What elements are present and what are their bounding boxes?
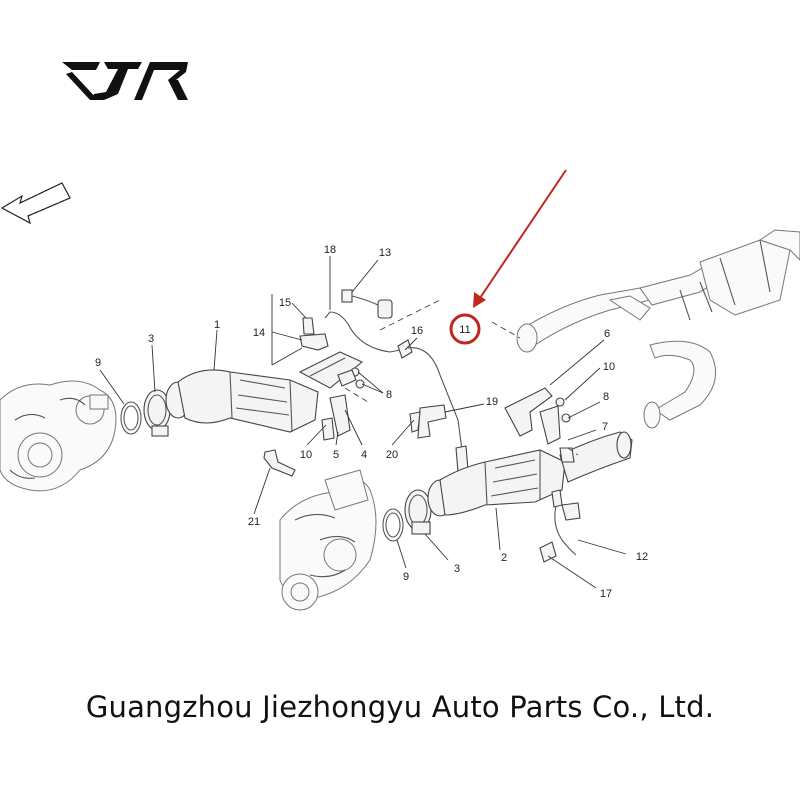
right-turbocharger	[279, 469, 377, 611]
callout-21: 21	[248, 516, 260, 528]
sensor-connector-17	[539, 541, 557, 563]
callout-8-right: 8	[603, 391, 609, 403]
callout-17: 17	[600, 588, 612, 600]
callout-2: 2	[501, 552, 507, 564]
callout-16: 16	[411, 325, 423, 337]
left-catalytic-converter	[165, 351, 364, 433]
left-gasket	[120, 401, 142, 435]
callout-10-right: 10	[603, 361, 615, 373]
right-gasket	[382, 508, 404, 542]
callout-6: 6	[604, 328, 610, 340]
callout-3-left: 3	[148, 333, 154, 345]
right-clamp	[404, 489, 432, 535]
leader-lines	[99, 256, 627, 589]
company-name-footer: Guangzhou Jiezhongyu Auto Parts Co., Ltd…	[85, 690, 715, 724]
right-catalytic-converter	[427, 431, 633, 517]
downstream-oxygen-sensor	[551, 489, 581, 556]
callout-15: 15	[279, 297, 291, 309]
right-bracket-assembly	[504, 387, 575, 463]
callout-5: 5	[333, 449, 339, 461]
callout-11: 11	[459, 324, 470, 336]
bolt-20	[409, 411, 421, 433]
callout-numbers: 1 2 3 3 4 5 6 7 8 8 9 9 10 10 11 12 13 1…	[95, 244, 648, 600]
left-turbocharger	[0, 380, 117, 492]
callout-19: 19	[486, 396, 498, 408]
callout-8-left: 8	[386, 389, 392, 401]
highlight-arrow-icon	[473, 169, 567, 308]
direction-arrow-icon	[0, 182, 71, 225]
callout-20: 20	[386, 449, 398, 461]
callout-12: 12	[636, 551, 648, 563]
reference-dashed-lines	[344, 299, 579, 456]
callout-1: 1	[214, 319, 220, 331]
callout-18: 18	[324, 244, 336, 256]
left-bracket-assembly	[321, 367, 365, 441]
left-clamp	[143, 389, 171, 437]
brand-logo	[62, 62, 188, 100]
callout-10-left: 10	[300, 449, 312, 461]
callout-9-right: 9	[403, 571, 409, 583]
highlight-circle	[449, 313, 481, 345]
bracket-21	[263, 449, 296, 477]
rear-exhaust-pipes	[516, 229, 800, 429]
upstream-oxygen-sensor-harness	[324, 289, 469, 473]
bracket-19	[417, 404, 447, 439]
callout-13: 13	[379, 247, 391, 259]
callout-4: 4	[361, 449, 367, 461]
bracket-14-15	[271, 294, 329, 365]
callout-9-left: 9	[95, 357, 101, 369]
callout-3-right: 3	[454, 563, 460, 575]
callout-7: 7	[602, 421, 608, 433]
callout-14: 14	[253, 327, 265, 339]
